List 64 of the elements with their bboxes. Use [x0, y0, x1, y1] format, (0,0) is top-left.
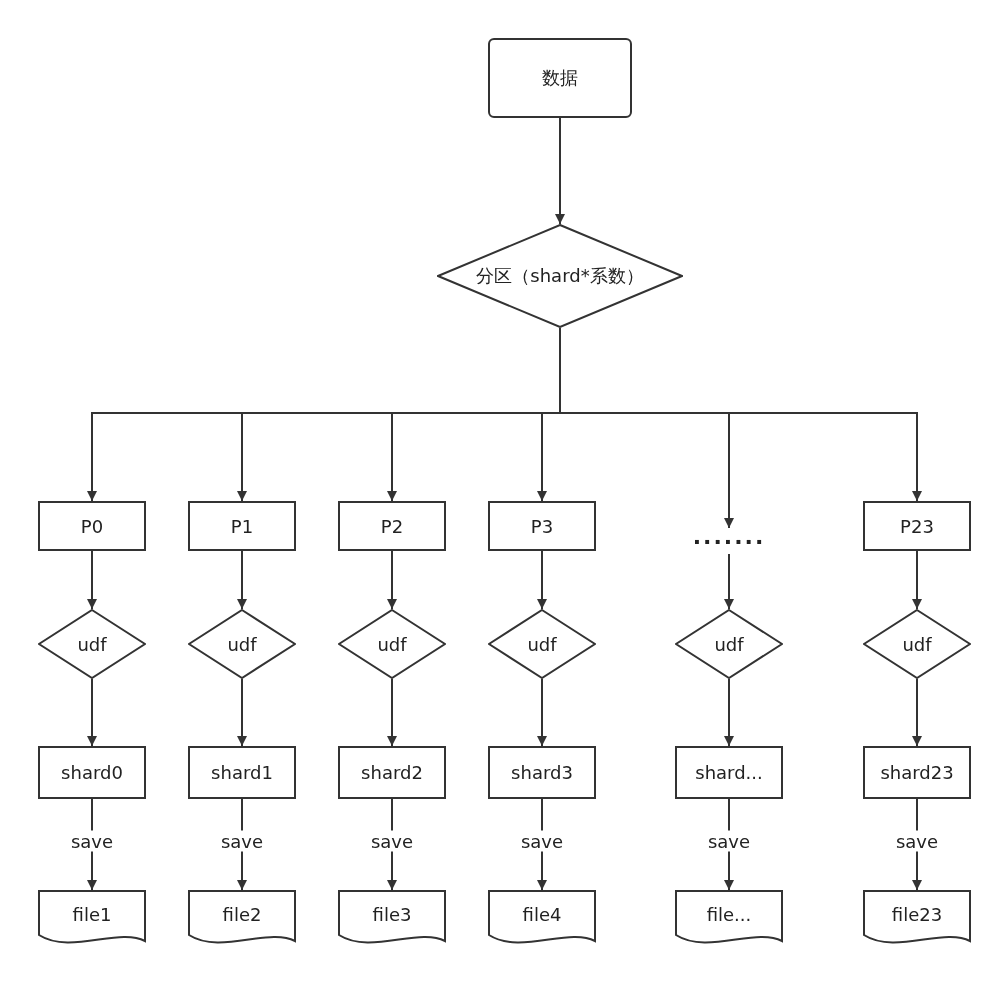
node-label: udf	[227, 633, 257, 655]
arrow	[387, 550, 397, 610]
process-box	[488, 501, 596, 551]
node-label: udf	[902, 633, 932, 655]
arrow	[87, 678, 97, 747]
decision-diamond	[38, 609, 146, 679]
decision-diamond	[675, 609, 783, 679]
decision-diamond	[188, 609, 296, 679]
arrow	[555, 117, 565, 225]
node-label: file4	[522, 904, 562, 925]
node-label: udf	[527, 633, 557, 655]
start-box	[488, 38, 632, 118]
node-label: P1	[230, 515, 254, 537]
node-label: P23	[900, 515, 934, 537]
edge-label: save	[893, 830, 941, 851]
decision-diamond	[863, 609, 971, 679]
node-label: udf	[377, 633, 407, 655]
arrow	[912, 550, 922, 610]
decision-diamond	[338, 609, 446, 679]
node-label: shard0	[61, 762, 123, 783]
node-label: shard1	[211, 762, 273, 783]
process-box	[188, 746, 296, 799]
decision-diamond	[488, 609, 596, 679]
edge-label: save	[705, 830, 753, 851]
node-label: udf	[77, 633, 107, 655]
process-box	[863, 501, 971, 551]
edge-label: save	[68, 830, 116, 851]
arrow	[87, 550, 97, 610]
process-box	[863, 746, 971, 799]
node-label: file...	[706, 904, 752, 925]
process-box	[38, 746, 146, 799]
node-label: 分区（shard*系数）	[476, 264, 644, 288]
node-label: udf	[714, 633, 744, 655]
arrow	[237, 678, 247, 747]
arrow	[387, 678, 397, 747]
node-label: P3	[530, 515, 554, 537]
edge-label: save	[218, 830, 266, 851]
node-label: file3	[372, 904, 412, 925]
process-box	[38, 501, 146, 551]
node-label: shard3	[511, 762, 573, 783]
arrow	[537, 550, 547, 610]
node-label: P2	[380, 515, 404, 537]
arrow	[724, 678, 734, 747]
arrow	[237, 550, 247, 610]
node-label: P0	[80, 515, 104, 537]
edge-label: save	[518, 830, 566, 851]
node-label: shard...	[695, 762, 763, 783]
node-label: shard2	[361, 762, 423, 783]
node-label: 数据	[542, 66, 578, 90]
arrow	[537, 678, 547, 747]
process-box	[675, 746, 783, 799]
process-box	[338, 746, 446, 799]
arrow	[724, 553, 734, 610]
arrow	[912, 678, 922, 747]
edge-label: save	[368, 830, 416, 851]
process-box	[188, 501, 296, 551]
node-label: file23	[891, 904, 943, 925]
node-label: file1	[72, 904, 112, 925]
decision-diamond	[437, 224, 683, 328]
process-box	[488, 746, 596, 799]
process-box	[338, 501, 446, 551]
node-label: shard23	[880, 762, 954, 783]
node-label: file2	[222, 904, 262, 925]
ellipsis-text: ·······	[692, 528, 766, 554]
